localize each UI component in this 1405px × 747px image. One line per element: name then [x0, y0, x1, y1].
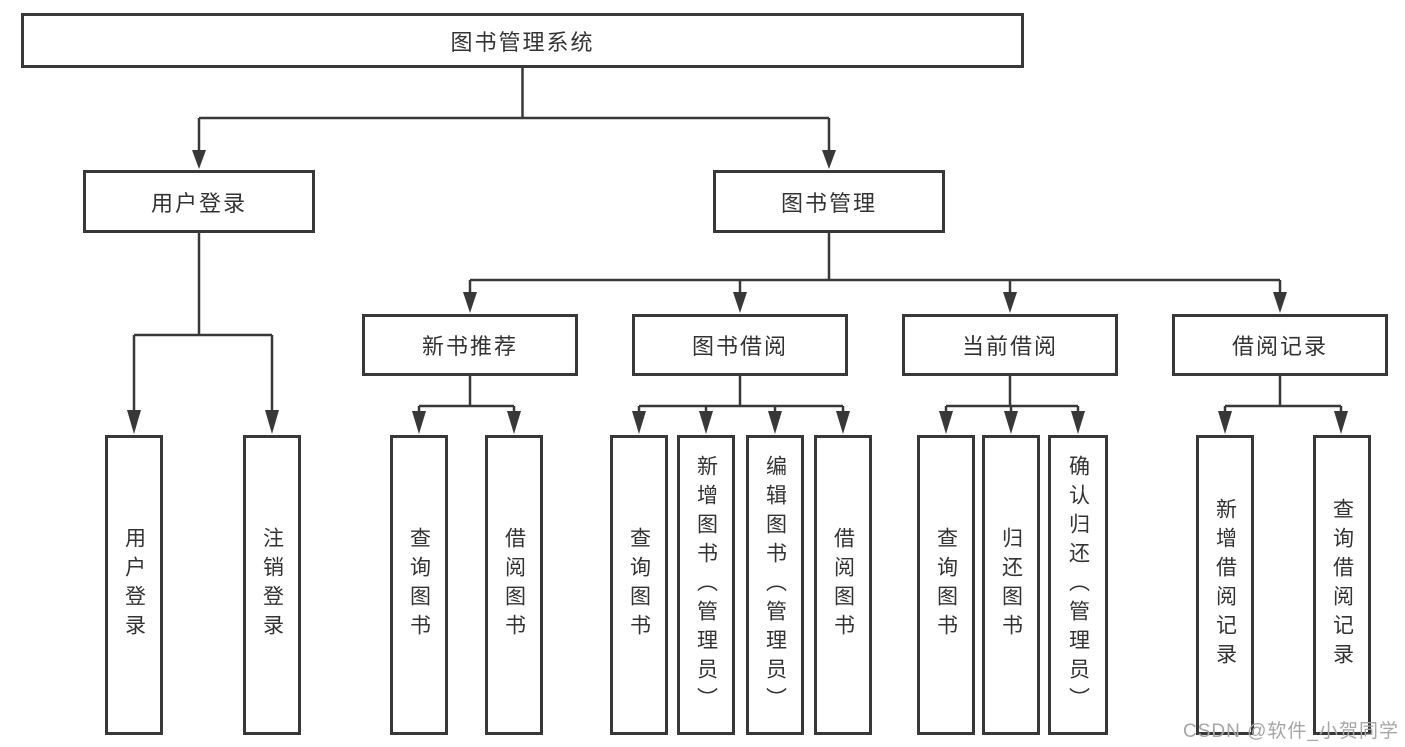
- node-book-borrowing-label: 图书借阅: [691, 334, 788, 359]
- node-user-login: 用户登录: [83, 170, 315, 233]
- leaf-query-books-3-label: 查询图书: [934, 527, 958, 643]
- arrowhead: [1218, 411, 1232, 434]
- leaf-user-login: 用户登录: [105, 435, 163, 735]
- arrowhead: [836, 411, 850, 434]
- node-new-book-recommend-label: 新书推荐: [421, 334, 518, 359]
- csdn-watermark: CSDN @软件_小贺同学: [1183, 721, 1399, 742]
- leaf-query-books-1-label: 查询图书: [407, 527, 431, 643]
- arrowhead: [733, 292, 747, 313]
- leaf-add-borrow-record: 新增借阅记录: [1196, 435, 1254, 735]
- arrowhead: [463, 292, 477, 313]
- leaf-add-borrow-record-label: 新增借阅记录: [1213, 498, 1237, 672]
- node-library-system: 图书管理系统: [21, 13, 1024, 68]
- connector-borrow-to-leaves: [637, 376, 845, 414]
- node-book-management: 图书管理: [713, 170, 945, 233]
- connector-userlogin-to-leaves: [132, 233, 274, 412]
- arrowhead: [1004, 411, 1018, 434]
- arrowhead: [768, 411, 782, 434]
- leaf-borrow-books-1: 借阅图书: [485, 435, 543, 735]
- arrowhead: [1003, 292, 1017, 313]
- leaf-query-borrow-record: 查询借阅记录: [1313, 435, 1371, 735]
- arrowhead: [265, 410, 279, 434]
- node-library-system-label: 图书管理系统: [450, 29, 595, 55]
- leaf-confirm-return-admin: 确认归还（管理员）: [1048, 435, 1108, 735]
- connector-root-to-level2: [197, 68, 831, 152]
- leaf-edit-book-admin-label: 编辑图书（管理员）: [763, 454, 787, 716]
- connector-bookmgmt-to-level3: [468, 233, 1282, 294]
- leaf-borrow-books-2-label: 借阅图书: [831, 527, 855, 643]
- arrowhead: [192, 150, 206, 169]
- connector-newbook-to-leaves: [417, 376, 516, 414]
- leaf-return-book: 归还图书: [982, 435, 1040, 735]
- leaf-borrow-books-1-label: 借阅图书: [502, 527, 526, 643]
- arrowhead: [939, 411, 953, 434]
- leaf-confirm-return-admin-label: 确认归还（管理员）: [1066, 454, 1090, 716]
- connector-records-to-leaves: [1223, 376, 1343, 414]
- leaf-logout: 注销登录: [243, 435, 301, 735]
- arrowhead: [1334, 411, 1348, 434]
- arrowhead: [412, 411, 426, 434]
- node-borrow-records: 借阅记录: [1172, 314, 1388, 376]
- leaf-logout-label: 注销登录: [260, 527, 284, 643]
- leaf-return-book-label: 归还图书: [999, 527, 1023, 643]
- leaf-query-borrow-record-label: 查询借阅记录: [1330, 498, 1354, 672]
- leaf-borrow-books-2: 借阅图书: [814, 435, 872, 735]
- node-borrow-records-label: 借阅记录: [1231, 334, 1328, 359]
- node-book-borrowing: 图书借阅: [632, 314, 848, 376]
- connector-current-to-leaves: [944, 376, 1080, 414]
- arrowhead: [507, 411, 521, 434]
- leaf-add-book-admin-label: 新增图书（管理员）: [694, 454, 718, 716]
- arrowhead: [127, 410, 141, 434]
- leaf-edit-book-admin: 编辑图书（管理员）: [746, 435, 804, 735]
- arrowhead: [822, 150, 836, 169]
- arrowhead: [699, 411, 713, 434]
- arrowhead: [1273, 292, 1287, 313]
- node-book-management-label: 图书管理: [780, 190, 877, 216]
- leaf-query-books-1: 查询图书: [390, 435, 448, 735]
- leaf-query-books-2: 查询图书: [610, 435, 668, 735]
- node-current-borrowing-label: 当前借阅: [961, 334, 1058, 359]
- node-current-borrowing: 当前借阅: [902, 314, 1118, 376]
- leaf-add-book-admin: 新增图书（管理员）: [677, 435, 735, 735]
- node-user-login-label: 用户登录: [150, 190, 247, 216]
- arrowhead: [1071, 411, 1085, 434]
- node-new-book-recommend: 新书推荐: [362, 314, 578, 376]
- leaf-query-books-3: 查询图书: [917, 435, 975, 735]
- leaf-query-books-2-label: 查询图书: [627, 527, 651, 643]
- leaf-user-login-label: 用户登录: [122, 527, 146, 643]
- arrowhead: [632, 411, 646, 434]
